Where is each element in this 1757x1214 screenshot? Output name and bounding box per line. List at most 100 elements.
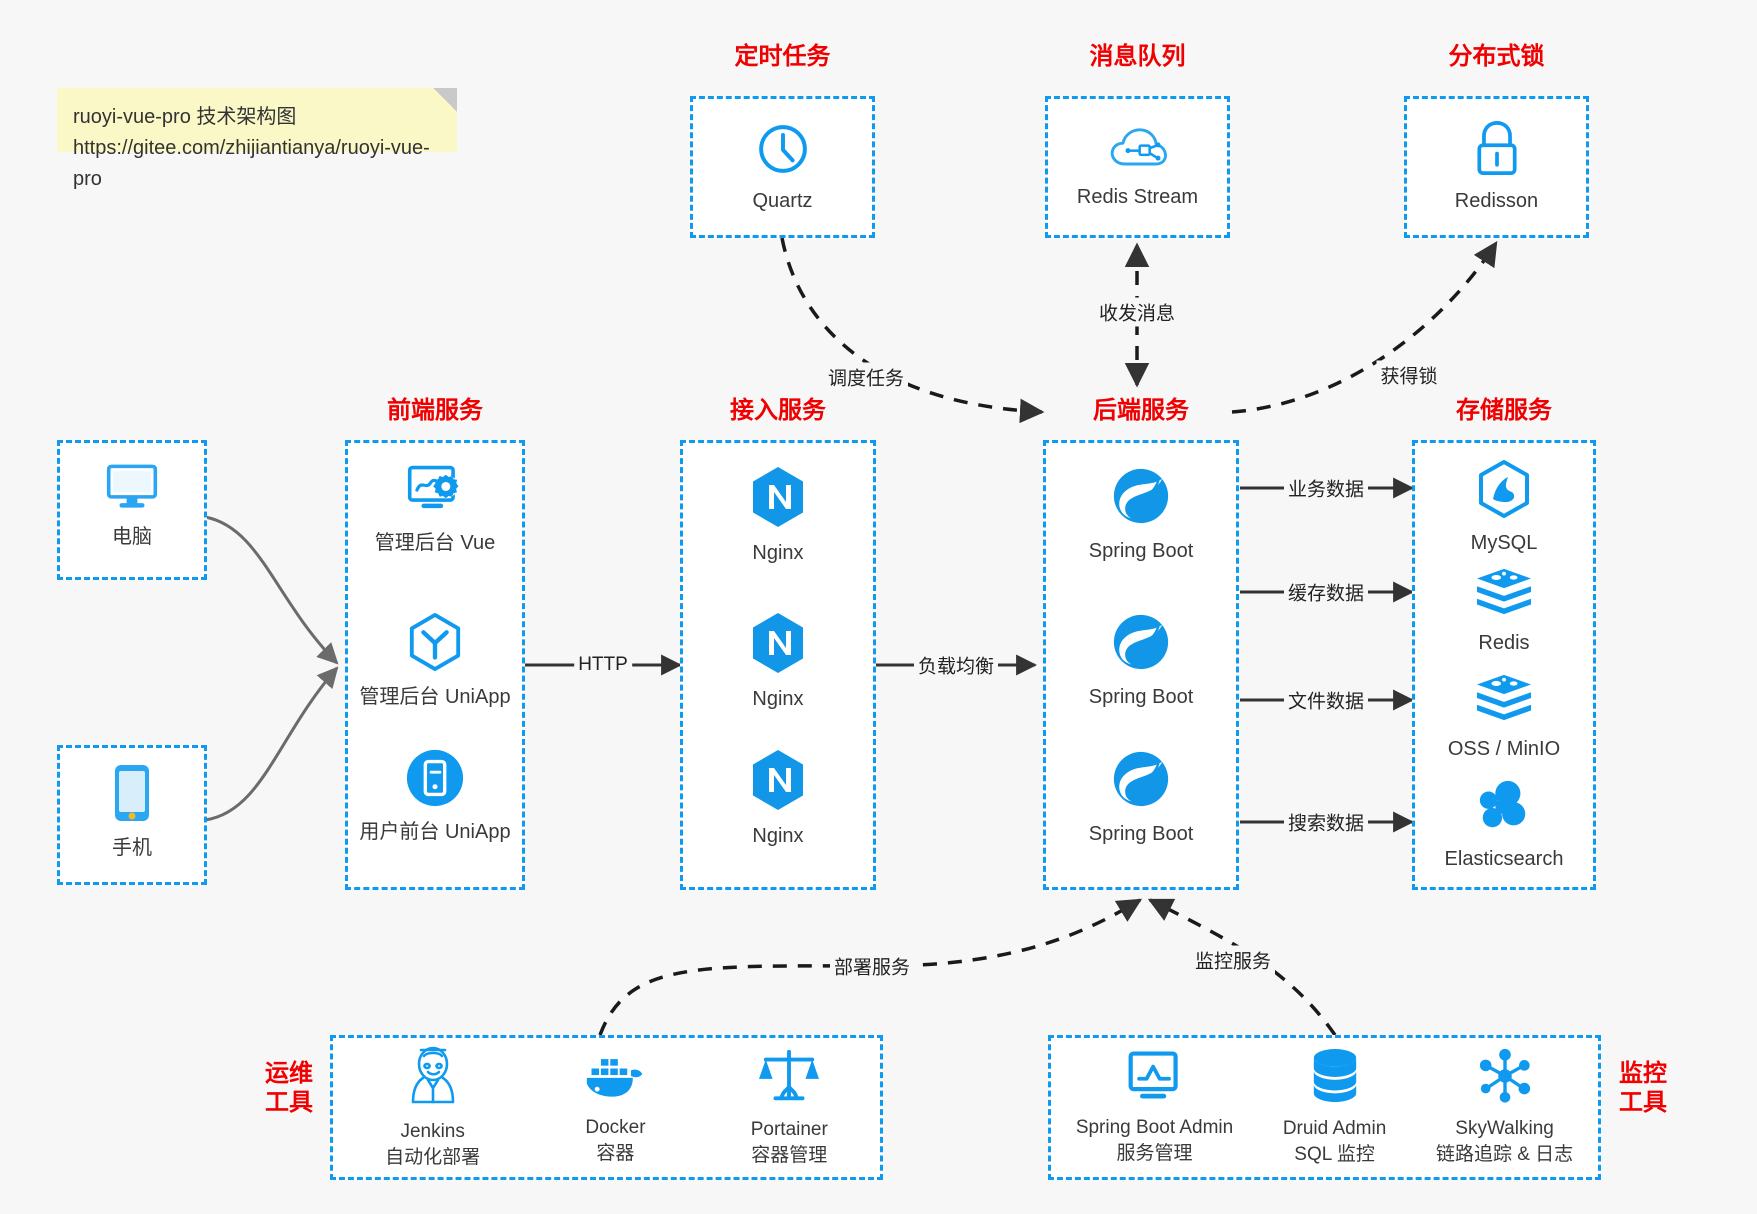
- spring-boot-icon: [1110, 748, 1172, 815]
- mobile-app-icon: [405, 748, 465, 813]
- node-sub-spring-boot-admin: 服务管理: [1116, 1143, 1193, 1164]
- node-sub-skywalking: 链路追踪 & 日志: [1435, 1144, 1574, 1165]
- spring-boot-icon: [1110, 465, 1172, 532]
- spring-boot-icon: [1110, 611, 1172, 678]
- group-box-frontend-service[interactable]: 管理后台 Vue 管理后台 UniApp 用户前台: [345, 440, 525, 890]
- node-label-elasticsearch: Elasticsearch: [1444, 848, 1564, 870]
- node-label-oss-minio: OSS / MinIO: [1447, 738, 1561, 760]
- docker-icon: [584, 1048, 646, 1109]
- group-box-client-pc[interactable]: 电脑: [57, 440, 207, 580]
- node-nginx-1[interactable]: Nginx: [683, 465, 873, 567]
- node-spring-boot-3[interactable]: Spring Boot: [1046, 748, 1236, 848]
- node-quartz[interactable]: Quartz: [693, 121, 872, 215]
- group-title-frontend-service: 前端服务: [387, 397, 483, 424]
- node-jenkins[interactable]: Jenkins 自动化部署: [385, 1044, 480, 1170]
- group-box-backend-service[interactable]: Spring Boot Spring Boot Spring Boot: [1043, 440, 1239, 890]
- group-box-monitor-tools[interactable]: Spring Boot Admin 服务管理 Druid Admin: [1048, 1035, 1601, 1180]
- node-spring-boot-2[interactable]: Spring Boot: [1046, 611, 1236, 711]
- devops-tools-row: Jenkins 自动化部署 D: [333, 1038, 880, 1177]
- nginx-icon: [749, 465, 807, 534]
- node-label-mobile: 手机: [112, 837, 152, 859]
- node-label-druid-admin: Druid Admin: [1282, 1118, 1387, 1140]
- group-title-distributed-lock: 分布式锁: [1448, 43, 1545, 70]
- node-sub-portainer: 容器管理: [751, 1145, 828, 1166]
- note-line-1: ruoyi-vue-pro 技术架构图: [73, 106, 297, 128]
- nginx-icon: [749, 748, 807, 817]
- group-box-distributed-lock[interactable]: Redisson: [1404, 96, 1589, 238]
- node-redis[interactable]: Redis: [1415, 565, 1593, 657]
- node-user-uniapp[interactable]: 用户前台 UniApp: [348, 748, 522, 846]
- edge-acquire-lock: [1231, 240, 1498, 414]
- node-label-spring-boot-3: Spring Boot: [1088, 823, 1194, 845]
- node-label-redisson: Redisson: [1454, 190, 1539, 212]
- node-label-spring-boot-admin: Spring Boot Admin: [1075, 1117, 1234, 1139]
- group-title-backend-service: 后端服务: [1093, 397, 1189, 424]
- edge-label-send-recv-msg: 收发消息: [1094, 297, 1180, 327]
- group-box-devops-tools[interactable]: Jenkins 自动化部署 D: [330, 1035, 883, 1180]
- node-oss-minio[interactable]: OSS / MinIO: [1415, 671, 1593, 763]
- edge-label-schedule-task: 调度任务: [823, 362, 909, 392]
- node-label-nginx-3: Nginx: [752, 825, 804, 847]
- node-portainer[interactable]: Portainer 容器管理: [751, 1046, 828, 1168]
- edge-label-acquire-lock: 获得锁: [1376, 360, 1442, 390]
- node-label-redis-stream: Redis Stream: [1076, 186, 1199, 208]
- skywalking-icon: [1475, 1047, 1535, 1110]
- devops-title-line-1: 运维: [265, 1060, 313, 1087]
- node-sub-docker: 容器: [596, 1143, 635, 1164]
- group-title-devops-tools: 运维 工具: [258, 1060, 320, 1118]
- group-box-scheduled-task[interactable]: Quartz: [690, 96, 875, 238]
- group-box-message-queue[interactable]: Redis Stream: [1045, 96, 1230, 238]
- edge-mobile-to-frontend: [204, 666, 339, 822]
- edge-label-load-balance: 负载均衡: [913, 650, 999, 680]
- node-mysql[interactable]: MySQL: [1415, 459, 1593, 557]
- edge-label-http: HTTP: [574, 653, 632, 677]
- group-box-client-mobile[interactable]: 手机: [57, 745, 207, 885]
- node-redis-stream[interactable]: Redis Stream: [1048, 125, 1227, 211]
- monitor-title-line-1: 监控: [1619, 1060, 1667, 1087]
- phone-icon: [110, 762, 154, 829]
- group-title-monitor-tools: 监控 工具: [1612, 1060, 1674, 1118]
- node-label-nginx-2: Nginx: [752, 688, 804, 710]
- node-mobile[interactable]: 手机: [60, 762, 204, 862]
- node-label-admin-uniapp: 管理后台 UniApp: [359, 686, 511, 708]
- clock-icon: [755, 121, 811, 182]
- oss-minio-icon: [1473, 671, 1535, 730]
- node-druid-admin[interactable]: Druid Admin SQL 监控: [1282, 1047, 1387, 1167]
- node-label-docker: Docker: [585, 1117, 646, 1139]
- edge-label-search-data: 搜索数据: [1283, 807, 1369, 837]
- jenkins-icon: [404, 1044, 462, 1113]
- node-spring-boot-1[interactable]: Spring Boot: [1046, 465, 1236, 565]
- node-pc[interactable]: 电脑: [60, 461, 204, 551]
- edge-label-biz-data: 业务数据: [1283, 473, 1369, 503]
- node-label-skywalking: SkyWalking: [1455, 1118, 1554, 1140]
- node-label-portainer: Portainer: [750, 1119, 828, 1141]
- node-sub-jenkins: 自动化部署: [385, 1147, 481, 1168]
- group-box-storage-service[interactable]: MySQL Redis: [1412, 440, 1596, 890]
- dashboard-gear-icon: [405, 463, 465, 524]
- node-nginx-3[interactable]: Nginx: [683, 748, 873, 850]
- monitor-tools-row: Spring Boot Admin 服务管理 Druid Admin: [1051, 1038, 1598, 1177]
- edge-label-monitor-service: 监控服务: [1190, 945, 1276, 975]
- node-nginx-2[interactable]: Nginx: [683, 611, 873, 713]
- node-elasticsearch[interactable]: Elasticsearch: [1415, 779, 1593, 873]
- edge-label-deploy-service: 部署服务: [829, 951, 915, 981]
- cloud-stream-icon: [1108, 125, 1168, 178]
- nginx-icon: [749, 611, 807, 680]
- node-docker[interactable]: Docker 容器: [584, 1048, 646, 1166]
- node-admin-uniapp[interactable]: 管理后台 UniApp: [348, 611, 522, 711]
- group-title-message-queue: 消息队列: [1089, 43, 1186, 70]
- monitor-chart-icon: [1126, 1048, 1184, 1109]
- monitor-icon: [103, 461, 161, 518]
- cube-icon: [406, 611, 464, 678]
- node-skywalking[interactable]: SkyWalking 链路追踪 & 日志: [1436, 1047, 1573, 1167]
- node-admin-vue[interactable]: 管理后台 Vue: [348, 463, 522, 557]
- group-box-access-service[interactable]: Nginx Nginx Nginx: [680, 440, 876, 890]
- node-spring-boot-admin[interactable]: Spring Boot Admin 服务管理: [1076, 1048, 1233, 1166]
- lock-icon: [1470, 119, 1524, 182]
- redis-icon: [1473, 565, 1535, 624]
- group-title-storage-service: 存储服务: [1456, 397, 1552, 424]
- node-redisson[interactable]: Redisson: [1407, 119, 1586, 215]
- node-label-nginx-1: Nginx: [752, 542, 804, 564]
- note-fold-corner: [433, 88, 457, 112]
